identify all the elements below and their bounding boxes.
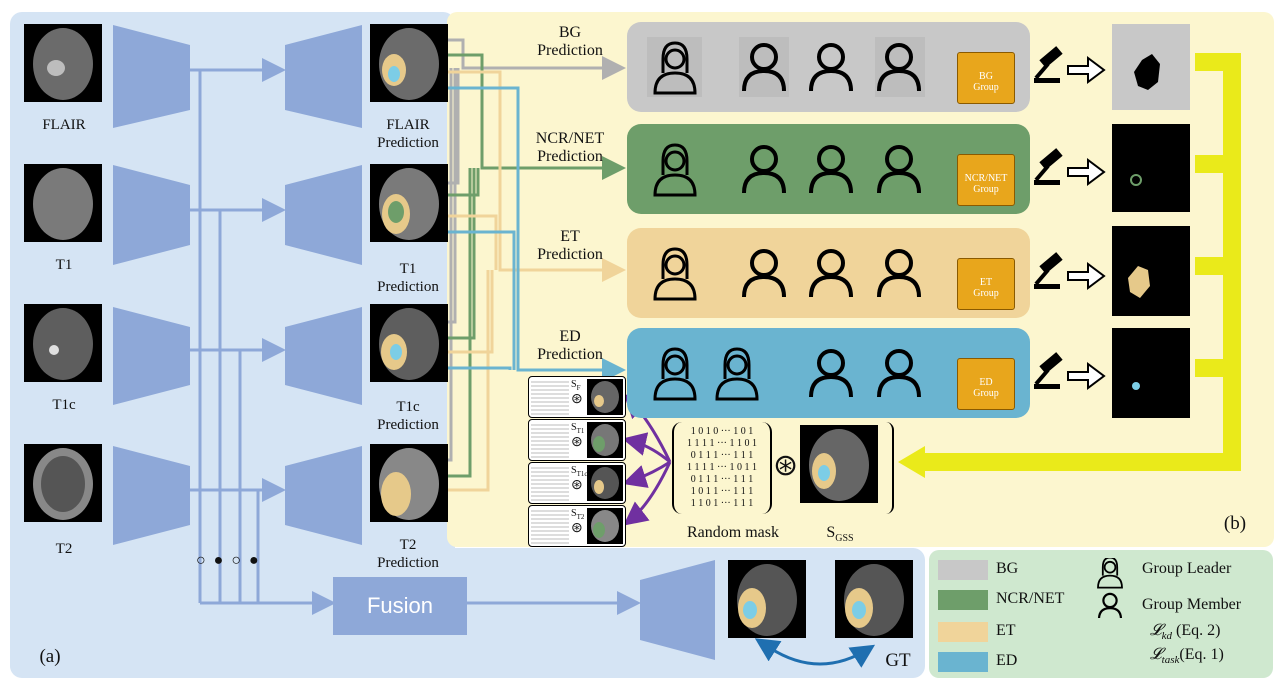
legend-ncr-label: NCR/NET bbox=[996, 590, 1065, 607]
fusion-box: Fusion bbox=[333, 577, 467, 635]
gt-label: GT bbox=[885, 650, 911, 671]
panel-b-label: (b) bbox=[1223, 513, 1247, 534]
ground-truth bbox=[835, 560, 913, 638]
s-map-t2: ST2 ⊛ bbox=[528, 505, 626, 547]
ed-routes bbox=[445, 86, 626, 382]
legend-task-label: 𝓛task(Eq. 1) bbox=[1150, 646, 1224, 667]
panel-a-label: (a) bbox=[39, 646, 61, 667]
task-arrow bbox=[754, 638, 876, 668]
label-flair: FLAIR bbox=[42, 117, 86, 133]
ncr-output bbox=[1112, 124, 1190, 212]
legend-swatch-ncr bbox=[938, 590, 988, 610]
pred-t1c bbox=[370, 304, 448, 382]
s-map-stack: SF ⊛ ST1 ⊛ ST1c ⊛ ST2 ⊛ bbox=[528, 376, 626, 547]
s-map-f: SF ⊛ bbox=[528, 376, 626, 418]
ncr-routes bbox=[445, 53, 626, 478]
convolution-icon: ⊛ bbox=[773, 449, 799, 482]
encoder-flair bbox=[113, 25, 190, 128]
legend-person-icons bbox=[1097, 558, 1123, 618]
legend-member-label: Group Member bbox=[1142, 596, 1242, 613]
et-output bbox=[1112, 226, 1190, 316]
mri-flair bbox=[24, 24, 102, 102]
legend-et-label: ET bbox=[996, 622, 1016, 639]
legend-kd-label: 𝓛kd (Eq. 2) bbox=[1150, 622, 1221, 643]
et-routes bbox=[445, 70, 626, 492]
mri-t1 bbox=[24, 164, 102, 242]
mri-t2 bbox=[24, 444, 102, 522]
label-t2: T2 bbox=[55, 541, 73, 557]
group-people bbox=[647, 37, 925, 401]
random-mask-label: Random mask bbox=[687, 524, 779, 541]
encoders bbox=[113, 25, 190, 545]
legend-ed-label: ED bbox=[996, 652, 1018, 669]
encoder-t1 bbox=[113, 165, 190, 265]
legend-bg-label: BG bbox=[996, 560, 1019, 577]
decoders bbox=[285, 25, 362, 545]
legend-swatch-bg bbox=[938, 560, 988, 580]
encoder-links bbox=[190, 58, 641, 615]
encoder-t1c bbox=[113, 307, 190, 405]
legend-leader-label: Group Leader bbox=[1142, 560, 1232, 577]
sgss-bracket bbox=[878, 422, 894, 514]
modality-dots: ○●○● bbox=[196, 552, 267, 569]
pred-t1 bbox=[370, 164, 448, 242]
ed-output bbox=[1112, 328, 1190, 418]
gavel-icons bbox=[1034, 46, 1106, 390]
pred-t2 bbox=[370, 444, 448, 522]
label-t1c: T1c bbox=[52, 397, 76, 413]
encoder-t2 bbox=[113, 446, 190, 545]
legend-swatch-et bbox=[938, 622, 988, 642]
fused-prediction bbox=[728, 560, 806, 638]
pred-flair bbox=[370, 24, 448, 102]
feedback-arrow bbox=[920, 53, 1241, 471]
legend-swatch-ed bbox=[938, 652, 988, 672]
s-map-t1: ST1 ⊛ bbox=[528, 419, 626, 461]
sgss-image bbox=[800, 425, 878, 503]
mri-t1c bbox=[24, 304, 102, 382]
sgss-label: SGSS bbox=[826, 524, 854, 545]
bg-output bbox=[1112, 24, 1190, 110]
fusion-decoder bbox=[640, 560, 715, 660]
s-map-t1c: ST1c ⊛ bbox=[528, 462, 626, 504]
label-t1: T1 bbox=[55, 257, 73, 273]
